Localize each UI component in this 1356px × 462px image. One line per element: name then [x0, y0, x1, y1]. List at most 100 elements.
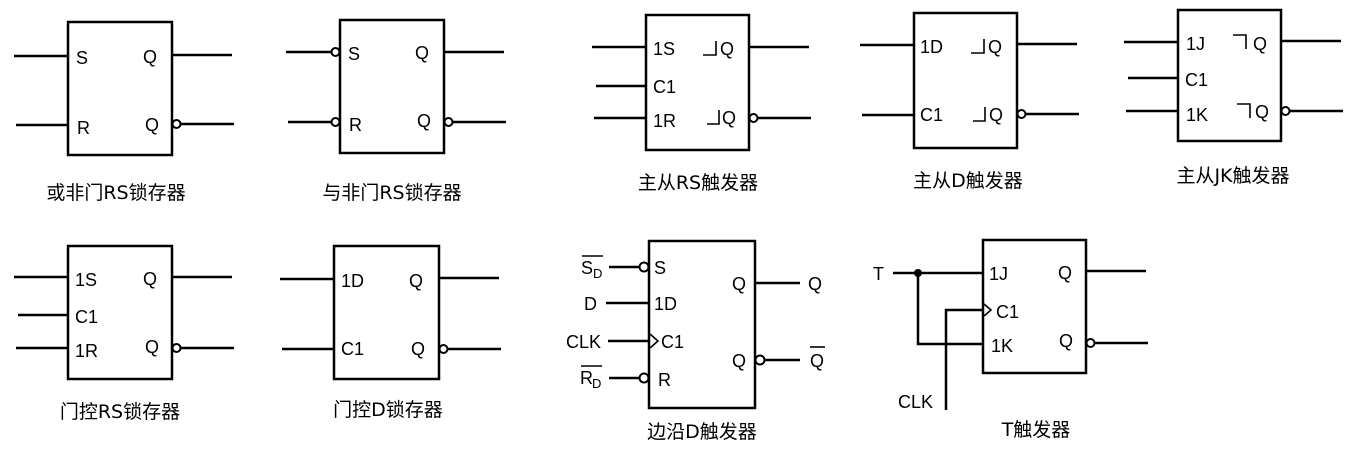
t-ff-qn-pin-label: Q: [1059, 331, 1073, 351]
nand-rs-r-pin-label: R: [349, 115, 362, 135]
edge-d-box: [647, 239, 757, 410]
t-ff-k-pin-label: 1K: [991, 336, 1013, 356]
edge-d-sd-main: S: [581, 258, 593, 278]
edge-d-c-pin-label: C1: [661, 332, 684, 352]
ms-d-qn-pin-label: Q: [989, 105, 1003, 125]
edge-d-s-pin-label: S: [654, 258, 666, 278]
edge-d-rd-main: R: [580, 368, 593, 388]
edge-d-qn-signal-label: Q: [810, 351, 824, 371]
gated-d-qn-bubble: [438, 344, 449, 354]
ms-d-c-pin-label: C1: [920, 105, 943, 125]
nor-rs-latch-box: [66, 20, 174, 157]
t-ff-clk-wire: [944, 308, 983, 410]
edge-d-flip-flop: SD D CLK RD Q Q S 1D C1 R Q Q 边沿D触发器: [566, 239, 825, 443]
gated-d-q-pin-label: Q: [409, 271, 423, 291]
ms-d-box: [912, 11, 1019, 150]
ms-rs-caption: 主从RS触发器: [638, 172, 758, 194]
nand-rs-q-pin-label: Q: [415, 43, 429, 63]
gated-rs-r-pin-label: 1R: [75, 341, 98, 361]
ms-rs-qn-bubble: [748, 113, 759, 123]
edge-d-qn-pin-label: Q: [732, 351, 746, 371]
t-ff-clock-edge-symbol: [983, 303, 993, 317]
edge-d-caption: 边沿D触发器: [647, 421, 757, 443]
t-ff-j-pin-label: 1J: [989, 264, 1008, 284]
nor-rs-qn-bubble: [171, 119, 182, 129]
ms-rs-flip-flop: 1S C1 1R Q Q 主从RS触发器: [592, 13, 811, 194]
t-ff-q-pin-label: Q: [1058, 263, 1072, 283]
nand-rs-qn-pin-label: Q: [417, 111, 431, 131]
ms-rs-q-postponed-symbol: [703, 41, 717, 56]
gated-d-qn-pin-label: Q: [411, 339, 425, 359]
nand-rs-caption: 与非门RS锁存器: [322, 182, 461, 204]
edge-d-q-pin-label: Q: [732, 274, 746, 294]
ms-rs-q-pin-label: Q: [720, 39, 734, 59]
ms-jk-j-pin-label: 1J: [1186, 34, 1205, 54]
gated-d-box: [332, 244, 441, 381]
gated-d-d-pin-label: 1D: [341, 271, 364, 291]
edge-d-sd-signal-label: SD: [581, 258, 602, 281]
edge-d-q-signal-label: Q: [808, 274, 822, 294]
ms-rs-c-pin-label: C1: [653, 77, 676, 97]
gated-d-latch: 1D C1 Q Q 门控D锁存器: [280, 244, 501, 421]
nor-rs-q-pin-label: Q: [143, 47, 157, 67]
nor-rs-latch: S R Q Q 或非门RS锁存器: [14, 20, 234, 204]
ms-rs-box: [644, 13, 751, 152]
ms-rs-qn-pin-label: Q: [722, 108, 736, 128]
ms-jk-q-pin-label: Q: [1253, 34, 1267, 54]
edge-d-rd-sub: D: [592, 376, 601, 391]
ms-rs-qn-postponed-symbol: [707, 110, 720, 125]
edge-d-clock-edge-symbol: [649, 333, 660, 349]
edge-d-rd-signal-label: RD: [580, 368, 601, 391]
gated-rs-caption: 门控RS锁存器: [60, 401, 180, 423]
nand-rs-latch: S R Q Q 与非门RS锁存器: [286, 18, 506, 204]
edge-d-clk-signal-label: CLK: [566, 332, 601, 352]
ms-d-flip-flop: 1D C1 Q Q 主从D触发器: [860, 11, 1079, 192]
ms-d-q-pin-label: Q: [988, 37, 1002, 57]
ms-d-d-pin-label: 1D: [920, 37, 943, 57]
ms-d-qn-postponed-symbol: [973, 107, 986, 122]
nor-rs-qn-pin-label: Q: [145, 115, 159, 135]
ms-d-qn-bubble: [1016, 109, 1027, 119]
ms-jk-caption: 主从JK触发器: [1176, 165, 1289, 187]
edge-d-qn-bubble: [754, 354, 766, 366]
ms-d-caption: 主从D触发器: [913, 170, 1023, 192]
edge-d-sd-bubble: [638, 261, 650, 273]
gated-rs-box: [66, 244, 174, 381]
ms-rs-r-pin-label: 1R: [653, 111, 676, 131]
nand-rs-latch-box: [338, 18, 446, 155]
edge-d-rd-bubble: [638, 372, 650, 384]
ms-jk-c-pin-label: C1: [1185, 70, 1208, 90]
gated-rs-q-pin-label: Q: [143, 269, 157, 289]
t-ff-box: [981, 238, 1088, 375]
nor-rs-s-pin-label: S: [76, 48, 88, 68]
t-ff-caption: T触发器: [1001, 419, 1071, 441]
t-flip-flop: T CLK 1J C1 1K Q Q T触发器: [873, 238, 1148, 441]
ms-jk-qn-pin-label: Q: [1255, 102, 1269, 122]
gated-rs-qn-pin-label: Q: [145, 337, 159, 357]
t-ff-c-pin-label: C1: [996, 302, 1019, 322]
ms-d-q-postponed-symbol: [971, 39, 985, 54]
ms-jk-q-postponed-symbol: [1233, 34, 1247, 49]
edge-d-r-pin-label: R: [658, 370, 671, 390]
t-ff-k-tie-wire: [916, 273, 983, 346]
nand-rs-s-bubble: [330, 47, 341, 57]
ms-jk-flip-flop: 1J C1 1K Q Q 主从JK触发器: [1124, 8, 1343, 187]
gated-rs-latch: 1S C1 1R Q Q 门控RS锁存器: [14, 244, 234, 423]
gated-rs-c-pin-label: C1: [75, 307, 98, 327]
gated-d-c-pin-label: C1: [341, 339, 364, 359]
t-ff-t-signal-label: T: [873, 264, 884, 284]
nand-rs-s-pin-label: S: [348, 44, 360, 64]
ms-jk-k-pin-label: 1K: [1186, 105, 1208, 125]
nand-rs-qn-bubble: [443, 117, 454, 127]
ms-rs-s-pin-label: 1S: [653, 39, 675, 59]
ms-jk-box: [1176, 8, 1283, 143]
edge-d-sd-sub: D: [593, 266, 602, 281]
t-ff-qn-bubble: [1085, 338, 1096, 348]
gated-d-caption: 门控D锁存器: [333, 399, 443, 421]
t-ff-clk-signal-label: CLK: [898, 392, 933, 412]
nand-rs-r-bubble: [330, 117, 341, 127]
edge-d-d-signal-label: D: [584, 294, 597, 314]
ms-jk-qn-postponed-symbol: [1237, 103, 1251, 118]
nor-rs-caption: 或非门RS锁存器: [46, 182, 185, 204]
